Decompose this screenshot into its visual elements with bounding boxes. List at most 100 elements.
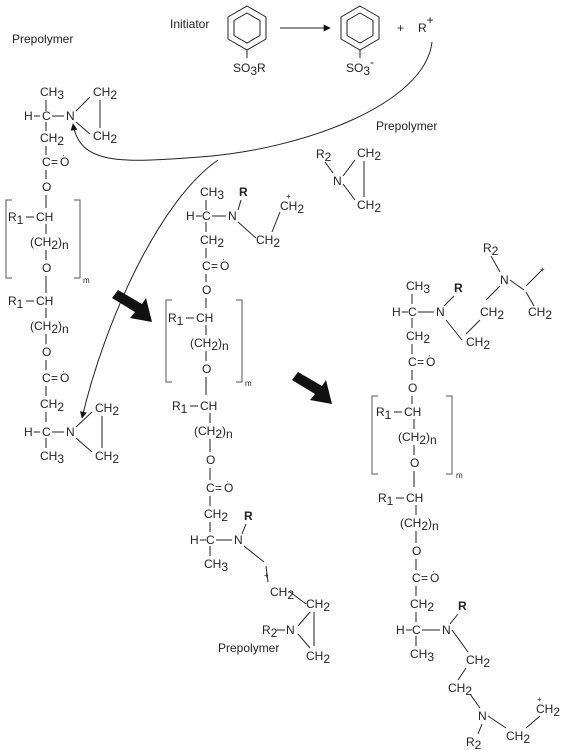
svg-text:CH2: CH2 xyxy=(466,653,490,670)
svg-text:C: C xyxy=(202,209,211,223)
so3-anion-group: SO3- xyxy=(346,55,374,78)
svg-text:=: = xyxy=(51,155,58,169)
svg-text:·: · xyxy=(226,477,229,486)
svg-text:CH2: CH2 xyxy=(536,702,560,719)
svg-text:C: C xyxy=(412,571,421,585)
svg-text:N: N xyxy=(442,623,451,637)
svg-text:·: · xyxy=(428,351,431,360)
so3r-group: SO3R xyxy=(233,61,266,78)
svg-text:CH2: CH2 xyxy=(270,585,294,602)
svg-text:CH3: CH3 xyxy=(406,279,430,296)
svg-text:=: = xyxy=(417,355,424,369)
svg-text:C: C xyxy=(206,481,215,495)
svg-text:·: · xyxy=(62,151,65,160)
svg-text:O: O xyxy=(206,453,215,467)
svg-text:CH: CH xyxy=(200,399,217,413)
cation-r-plus: R+ xyxy=(418,13,434,35)
svg-text:CH: CH xyxy=(406,491,423,505)
svg-text:CH2: CH2 xyxy=(95,401,119,418)
svg-text:=: = xyxy=(211,259,218,273)
svg-text:CH2: CH2 xyxy=(204,507,228,524)
svg-text:C: C xyxy=(42,425,51,439)
svg-text:CH: CH xyxy=(36,294,53,308)
svg-text:CH2: CH2 xyxy=(95,449,119,466)
prepolymer-label-bottom-middle: Prepolymer xyxy=(218,641,279,655)
benzenesulfonate-ester: SO3R xyxy=(227,5,267,78)
svg-text:C: C xyxy=(42,371,51,385)
svg-text:CH2: CH2 xyxy=(93,85,117,102)
svg-text:R2: R2 xyxy=(262,623,278,640)
svg-text:(CH2)n: (CH2)n xyxy=(30,319,69,336)
svg-text:R: R xyxy=(454,281,463,295)
svg-text:C: C xyxy=(408,355,417,369)
svg-text:=: = xyxy=(51,371,58,385)
svg-text:R1: R1 xyxy=(172,399,188,416)
svg-text:CH2: CH2 xyxy=(357,198,381,215)
svg-text:CH2: CH2 xyxy=(40,397,64,414)
svg-text:m: m xyxy=(456,471,463,480)
svg-text:CH2: CH2 xyxy=(448,681,472,698)
svg-text:(CH2)n: (CH2)n xyxy=(398,430,437,447)
svg-text:C: C xyxy=(42,155,51,169)
svg-text:R1: R1 xyxy=(8,294,24,311)
svg-text:O: O xyxy=(42,261,51,275)
svg-text:R1: R1 xyxy=(8,210,24,227)
svg-text:N: N xyxy=(478,709,487,723)
svg-text:O: O xyxy=(224,481,233,495)
svg-text:+: + xyxy=(540,265,545,274)
svg-text:(CH2)n: (CH2)n xyxy=(190,336,229,353)
svg-text:CH2: CH2 xyxy=(410,597,434,614)
svg-text:·: · xyxy=(62,367,65,376)
svg-text:H: H xyxy=(24,425,33,439)
svg-text:C: C xyxy=(412,623,421,637)
svg-text:N: N xyxy=(66,425,75,439)
svg-text:N: N xyxy=(234,533,243,547)
svg-text:·: · xyxy=(432,567,435,576)
svg-text:O: O xyxy=(412,544,421,558)
prepolymer-left: CH3 H C N CH2 CH2 CH2 C = O · O m R1 CH … xyxy=(5,85,119,466)
svg-text:O: O xyxy=(60,371,69,385)
svg-text:O: O xyxy=(220,259,229,273)
svg-text:H: H xyxy=(186,209,195,223)
prepolymer-right: R2 N + CH2 CH2 CH2 CH3 H C N R CH2 C = O… xyxy=(371,241,560,750)
svg-text:C: C xyxy=(202,259,211,273)
svg-text:CH: CH xyxy=(196,311,213,325)
svg-text:R1: R1 xyxy=(378,491,394,508)
svg-text:CH: CH xyxy=(404,405,421,419)
svg-text:R: R xyxy=(239,185,248,199)
svg-text:m: m xyxy=(83,276,90,285)
svg-text:+: + xyxy=(286,192,291,201)
svg-text:CH2: CH2 xyxy=(200,233,224,250)
svg-text:O: O xyxy=(202,283,211,297)
svg-text:CH3: CH3 xyxy=(40,449,64,466)
prepolymer-label-top-left: Prepolymer xyxy=(12,32,73,46)
plus-sign: + xyxy=(397,21,404,35)
initiator-label: Initiator xyxy=(170,17,209,31)
svg-text:H: H xyxy=(396,623,405,637)
svg-text:O: O xyxy=(410,456,419,470)
svg-text:R1: R1 xyxy=(376,405,392,422)
svg-text:CH2: CH2 xyxy=(306,649,330,666)
svg-text:CH2: CH2 xyxy=(406,329,430,346)
svg-text:CH2: CH2 xyxy=(306,597,330,614)
svg-text:R2: R2 xyxy=(466,735,482,750)
svg-text:H: H xyxy=(392,305,401,319)
svg-text:=: = xyxy=(421,571,428,585)
svg-text:H: H xyxy=(190,533,199,547)
svg-text:C: C xyxy=(408,305,417,319)
svg-text:N: N xyxy=(436,305,445,319)
svg-text:R1: R1 xyxy=(168,311,184,328)
svg-text:CH2: CH2 xyxy=(357,146,381,163)
svg-text:CH2: CH2 xyxy=(506,729,530,746)
svg-text:N: N xyxy=(228,209,237,223)
progress-arrow-1 xyxy=(112,290,152,322)
svg-text:O: O xyxy=(42,180,51,194)
svg-text:R: R xyxy=(458,599,467,613)
svg-text:CH2: CH2 xyxy=(93,129,117,146)
svg-text:(CH2)n: (CH2)n xyxy=(400,516,439,533)
svg-text:(CH2)n: (CH2)n xyxy=(194,424,233,441)
svg-text:CH2: CH2 xyxy=(256,233,280,250)
svg-text:C: C xyxy=(42,109,51,123)
svg-text:O: O xyxy=(430,571,439,585)
